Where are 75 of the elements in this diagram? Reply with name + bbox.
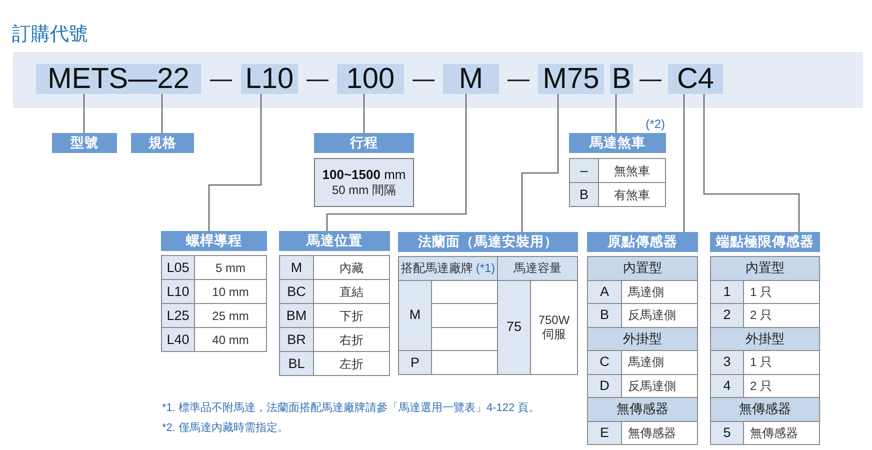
leader-line (326, 94, 467, 231)
code-segment: M (443, 64, 499, 94)
option-code: C (587, 350, 622, 374)
option-code: E (587, 420, 622, 445)
table-heading: 原點傳感器 (587, 232, 698, 252)
table-heading: 端點極限傳感器 (710, 232, 820, 252)
option-code: M (398, 280, 432, 352)
table-heading: 螺桿導程 (161, 231, 267, 251)
option-code: L25 (161, 303, 195, 328)
option-code: B (587, 303, 622, 328)
title: 訂購代號 (12, 24, 88, 46)
field-tag: 型號 (52, 133, 117, 153)
code-segment: 100 (337, 64, 404, 94)
leader-line (208, 94, 262, 231)
code-segment: C4 (668, 64, 723, 94)
option-code: L10 (161, 279, 195, 304)
footnote-mark: (*1) (476, 261, 496, 276)
leader-line (83, 94, 85, 133)
option-code: M (279, 255, 314, 280)
table-heading: 行程 (314, 133, 414, 153)
separator-dash: — (640, 67, 662, 91)
leader-line (363, 94, 365, 133)
leader-line (703, 94, 800, 232)
option-code: 5 (710, 420, 744, 445)
option-spec: 左折 (313, 351, 390, 376)
option-code: BL (279, 351, 314, 376)
table-heading: 馬達煞車 (569, 133, 666, 153)
footnote-mark: (*2) (646, 118, 665, 131)
leader-line (615, 94, 617, 133)
leader-line (521, 94, 559, 232)
option-code: 3 (710, 350, 744, 374)
separator-dash: — (508, 67, 530, 91)
group-heading: 內置型 (587, 256, 698, 280)
table-heading: 馬達位置 (279, 231, 390, 251)
leader-line (161, 94, 163, 133)
field-tag: 規格 (131, 133, 194, 153)
option-code: L05 (161, 255, 195, 280)
option-code: P (398, 350, 432, 375)
table-heading: 法蘭面（馬達安裝用） (398, 232, 578, 252)
option-code: – (569, 158, 599, 183)
option-spec: 40 mm (194, 327, 267, 352)
code-segment: L10 (241, 64, 298, 94)
code-segment: B (610, 64, 633, 94)
option-code: BM (279, 303, 314, 328)
separator-dash: — (306, 67, 328, 91)
footnote: *1. 標準品不附馬達，法蘭面搭配馬達廠牌請參「馬達選用一覽表」4-122 頁。 (162, 401, 540, 415)
option-code: B (569, 182, 599, 207)
group-heading: 外掛型 (710, 326, 820, 351)
code-segment: METS—22 (36, 64, 201, 94)
group-heading: 無傳感器 (587, 397, 698, 422)
leader-line (683, 94, 685, 232)
option-spec: 有煞車 (598, 182, 666, 207)
option-spec: 無煞車 (598, 158, 666, 183)
option-code: BC (279, 279, 314, 304)
option-code: 2 (710, 303, 744, 328)
option-code: 75 (497, 280, 531, 375)
range-value: 100~1500 mm (322, 167, 406, 183)
group-heading: 無傳感器 (710, 397, 820, 422)
option-spec: 內藏 (313, 255, 390, 280)
column-heading: 搭配馬達廠牌 (400, 261, 473, 276)
separator-dash: — (412, 67, 434, 91)
range-step: 50 mm 間隔 (332, 183, 396, 198)
footnote: *2. 僅馬達內藏時需指定。 (162, 421, 289, 435)
option-spec: 5 mm (194, 255, 267, 280)
group-heading: 內置型 (710, 256, 820, 280)
code-segment: M75 (538, 64, 604, 94)
option-spec: 750W 伺服 (530, 280, 578, 375)
option-spec: 無傳感器 (621, 420, 698, 445)
separator-dash: — (210, 67, 232, 91)
group-heading: 外掛型 (587, 326, 698, 351)
option-code: L40 (161, 327, 195, 352)
option-code: BR (279, 327, 314, 352)
column-heading: 馬達容量 (497, 256, 578, 281)
code-band (13, 52, 863, 108)
option-spec: 無傳感器 (743, 420, 820, 445)
